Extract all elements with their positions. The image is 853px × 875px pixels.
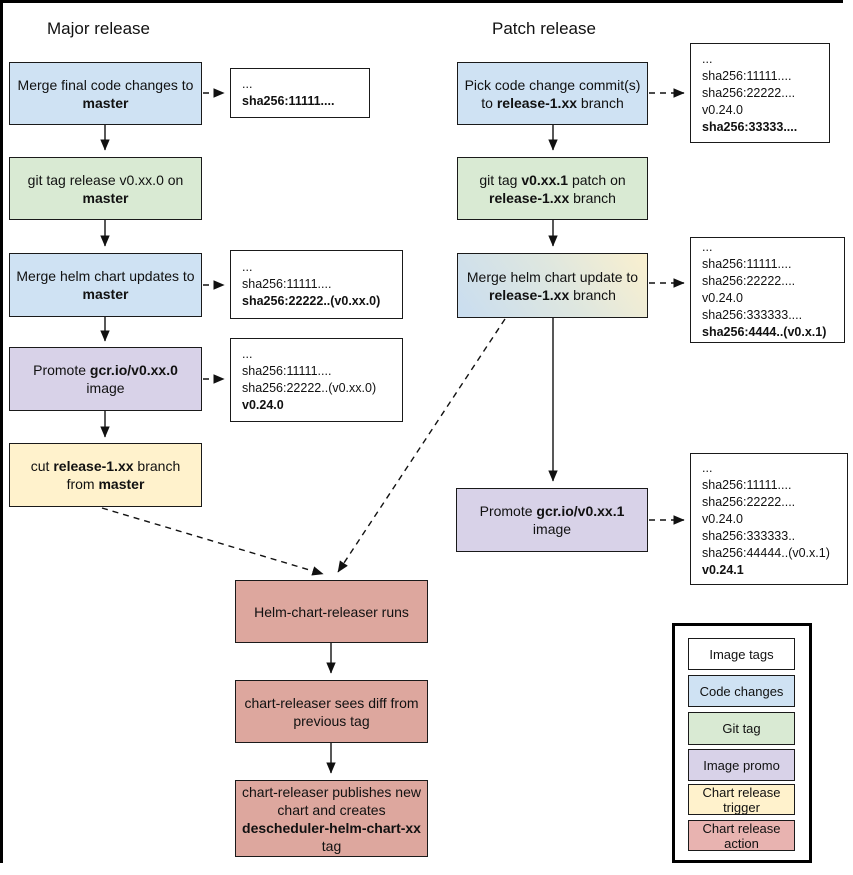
tagbox-t5: ...sha256:11111....sha256:22222....v0.24…: [690, 237, 845, 343]
node-merge-final-code: Merge final code changes to master: [9, 62, 202, 125]
node-promote-major: Promote gcr.io/v0.xx.0 image: [9, 347, 202, 411]
node-cut-release-branch: cut release-1.xx branch from master: [9, 443, 202, 507]
node-git-tag-major: git tag release v0.xx.0 on master: [9, 157, 202, 220]
node-merge-helm-patch: Merge helm chart update to release-1.xx …: [457, 253, 648, 318]
legend-item-image-promo: Image promo: [688, 749, 795, 781]
dashed-arrow-cut-to-releaser: [101, 507, 324, 576]
tagbox-t3: ...sha256:11111....sha256:22222..(v0.xx.…: [230, 338, 403, 422]
legend-item-image-tags: Image tags: [688, 638, 795, 670]
legend-item-code-changes: Code changes: [688, 675, 795, 707]
node-merge-helm-major: Merge helm chart updates to master: [9, 253, 202, 317]
node-promote-patch: Promote gcr.io/v0.xx.1 image: [456, 488, 648, 552]
tagbox-t6: ...sha256:11111....sha256:22222....v0.24…: [690, 453, 848, 585]
tagbox-t4: ...sha256:11111....sha256:22222....v0.24…: [690, 43, 830, 143]
legend-item-chart-release-trigger: Chart release trigger: [688, 784, 795, 815]
major-release-title: Major release: [47, 19, 150, 38]
node-git-tag-patch: git tag v0.xx.1 patch on release-1.xx br…: [457, 157, 648, 220]
patch-release-title: Patch release: [492, 19, 596, 38]
node-releaser-publishes: chart-releaser publishes new chart and c…: [235, 780, 428, 857]
tagbox-t2: ...sha256:11111....sha256:22222..(v0.xx.…: [230, 250, 403, 319]
node-releaser-sees-diff: chart-releaser sees diff from previous t…: [235, 680, 428, 743]
node-releaser-runs: Helm-chart-releaser runs: [235, 580, 428, 643]
node-pick-commits: Pick code change commit(s) to release-1.…: [457, 62, 648, 125]
tagbox-t1: ...sha256:11111....: [230, 68, 370, 118]
legend-item-git-tag: Git tag: [688, 712, 795, 745]
legend-item-chart-release-action: Chart release action: [688, 820, 795, 851]
